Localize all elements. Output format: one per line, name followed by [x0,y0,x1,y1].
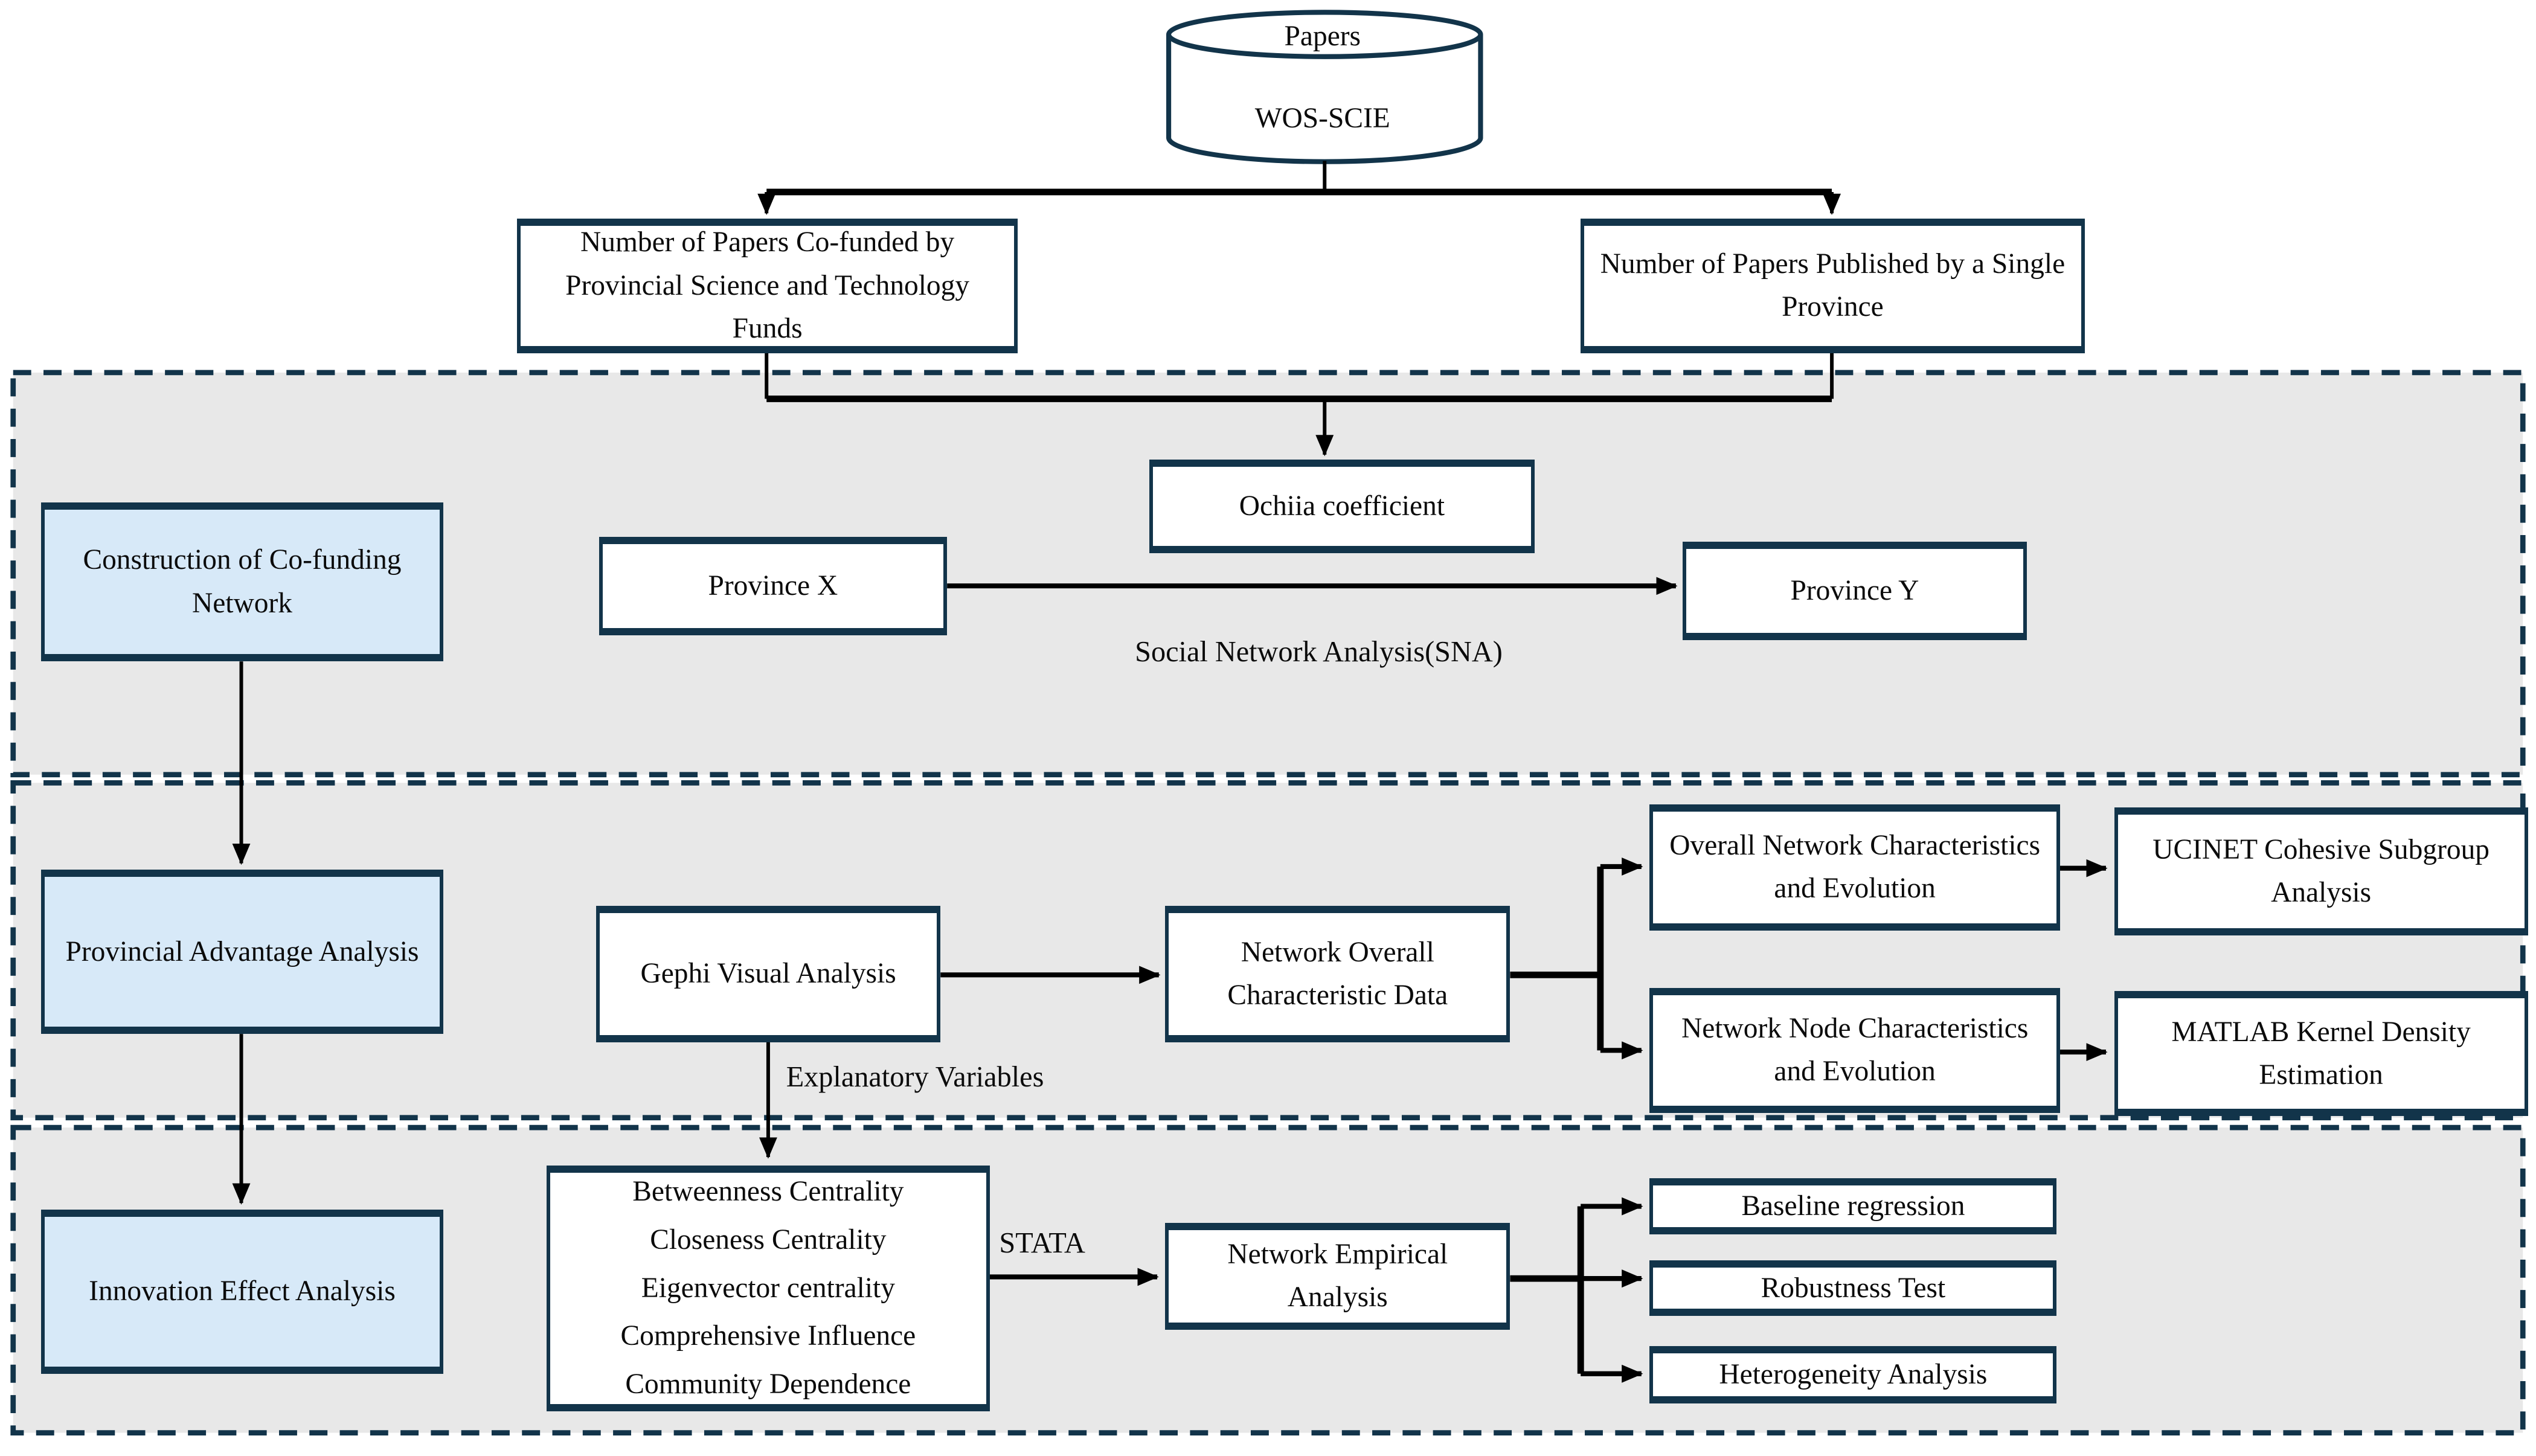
box-robustness-test: Robustness Test [1649,1260,2057,1316]
box-overall-network-characteristics: Overall Network Characteristics and Evol… [1649,804,2060,931]
box-network-overall-characteristic-data: Network Overall Characteristic Data [1165,906,1510,1042]
box-ucinet-cohesive-subgroup: UCINET Cohesive Subgroup Analysis [2114,807,2528,936]
database-cylinder-icon [1166,10,1483,164]
centrality-line: Betweenness Centrality [632,1176,904,1208]
box-heterogeneity-analysis: Heterogeneity Analysis [1649,1345,2057,1403]
box-ochiia-coefficient: Ochiia coefficient [1149,460,1535,554]
box-innovation-effect-analysis: Innovation Effect Analysis [41,1210,443,1374]
centrality-line: Community Dependence [625,1368,911,1400]
box-baseline-regression: Baseline regression [1649,1178,2057,1234]
database-top-label: Papers [1284,20,1361,52]
sna-label: Social Network Analysis(SNA) [1135,636,1503,669]
centrality-line: Closeness Centrality [650,1223,887,1256]
box-province-x: Province X [599,536,947,635]
box-construction-cofunding-network: Construction of Co-funding Network [41,502,443,662]
box-network-node-characteristics: Network Node Characteristics and Evoluti… [1649,988,2060,1113]
database-bottom-label: WOS-SCIE [1254,102,1390,134]
box-province-y: Province Y [1682,541,2027,640]
centrality-line: Eigenvector centrality [641,1272,895,1304]
box-papers-cofunded: Number of Papers Co-funded by Provincial… [517,218,1018,353]
centrality-line: Comprehensive Influence [620,1320,916,1352]
box-papers-single-province: Number of Papers Published by a Single P… [1581,218,2085,353]
box-provincial-advantage-analysis: Provincial Advantage Analysis [41,870,443,1034]
explanatory-variables-label: Explanatory Variables [786,1060,1044,1093]
box-centrality-measures: Betweenness Centrality Closeness Central… [546,1165,990,1412]
stata-label: STATA [999,1227,1085,1259]
box-network-empirical-analysis: Network Empirical Analysis [1165,1222,1510,1330]
box-matlab-kernel-density: MATLAB Kernel Density Estimation [2114,991,2528,1116]
box-gephi-visual-analysis: Gephi Visual Analysis [595,906,941,1042]
